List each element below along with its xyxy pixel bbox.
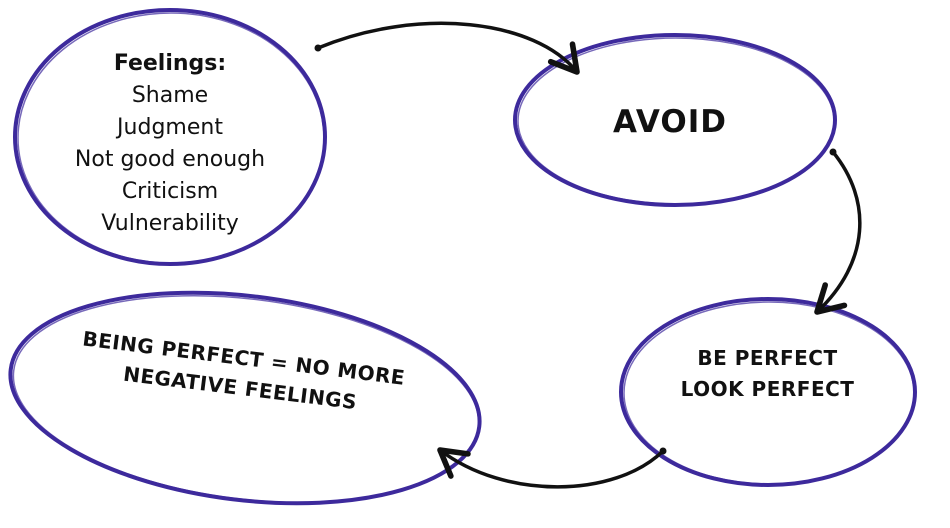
arrow-start-dot-3 [659,447,667,455]
feelings-title: Feelings: [113,51,227,76]
feelings-item-shame: Shame [131,83,209,108]
feelings-node-text: Feelings: Shame Judgment Not good enough… [45,48,295,240]
arrow-perfect-to-belief [437,447,665,489]
feelings-item-vulnerability: Vulnerability [101,211,239,236]
perfect-line-1: BE PERFECT [697,346,838,370]
arrow-avoid-to-perfect [814,150,862,315]
arrow-start-dot-2 [829,148,837,156]
perfect-line-2: LOOK PERFECT [680,377,855,401]
feelings-ellipse [13,8,327,266]
feelings-item-not-good-enough: Not good enough [74,147,266,172]
avoid-node-label: AVOID [613,104,727,140]
belief-ellipse-sketch [12,294,480,504]
belief-ellipse [8,290,482,506]
feelings-ellipse-sketch [17,12,325,264]
arrow-feelings-to-avoid [316,21,580,75]
avoid-ellipse [513,33,837,207]
feelings-item-criticism: Criticism [121,179,219,204]
perfect-ellipse [619,297,917,487]
feelings-item-judgment: Judgment [117,115,223,140]
perfect-ellipse-sketch [623,301,915,485]
arrow-start-dot-1 [314,44,322,52]
perfect-node-text: BE PERFECT LOOK PERFECT [640,343,895,405]
avoid-ellipse-sketch [517,37,835,205]
